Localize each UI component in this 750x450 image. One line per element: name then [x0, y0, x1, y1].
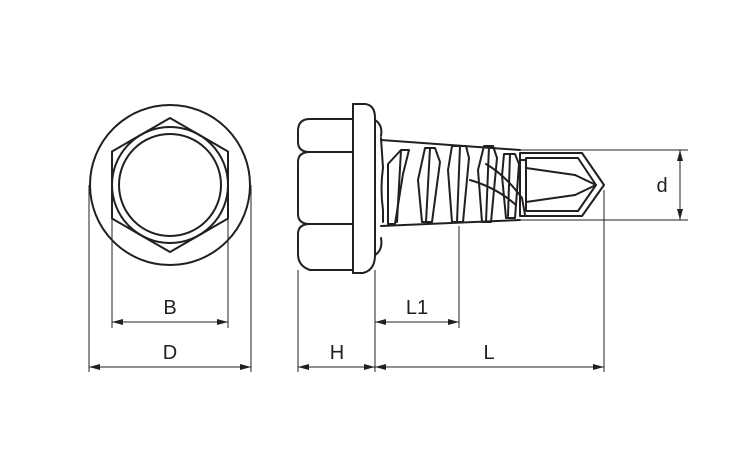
dim-l: L [375, 342, 604, 370]
dim-d-outer: D [89, 342, 251, 370]
dim-label-d-small: d [656, 175, 667, 197]
washer-flange [352, 103, 376, 274]
shank-neck [380, 137, 384, 223]
thread-major-top [380, 139, 521, 151]
dim-label-l: L [483, 342, 494, 364]
thread-major-bottom [380, 219, 521, 227]
dim-h: H [298, 342, 375, 370]
washer-outer-circle [89, 104, 251, 266]
threads [387, 145, 520, 225]
dim-l1: L1 [375, 297, 459, 325]
hex-head [297, 118, 354, 271]
hex-face-circle [118, 133, 222, 237]
dim-b: B [112, 297, 228, 325]
flute-curve [485, 163, 526, 216]
dim-label-l1: L1 [406, 297, 428, 319]
dim-label-b: B [163, 297, 176, 319]
drill-point [519, 152, 605, 217]
hex-inner-chamfer-circle [111, 126, 229, 244]
hex-outline [111, 117, 229, 253]
dim-d-small: d [656, 150, 683, 220]
screw-side-view [297, 103, 605, 274]
extension-lines [88, 149, 688, 372]
head-end-view [89, 104, 251, 266]
dim-label-d-outer: D [163, 342, 177, 364]
dim-label-h: H [330, 342, 344, 364]
